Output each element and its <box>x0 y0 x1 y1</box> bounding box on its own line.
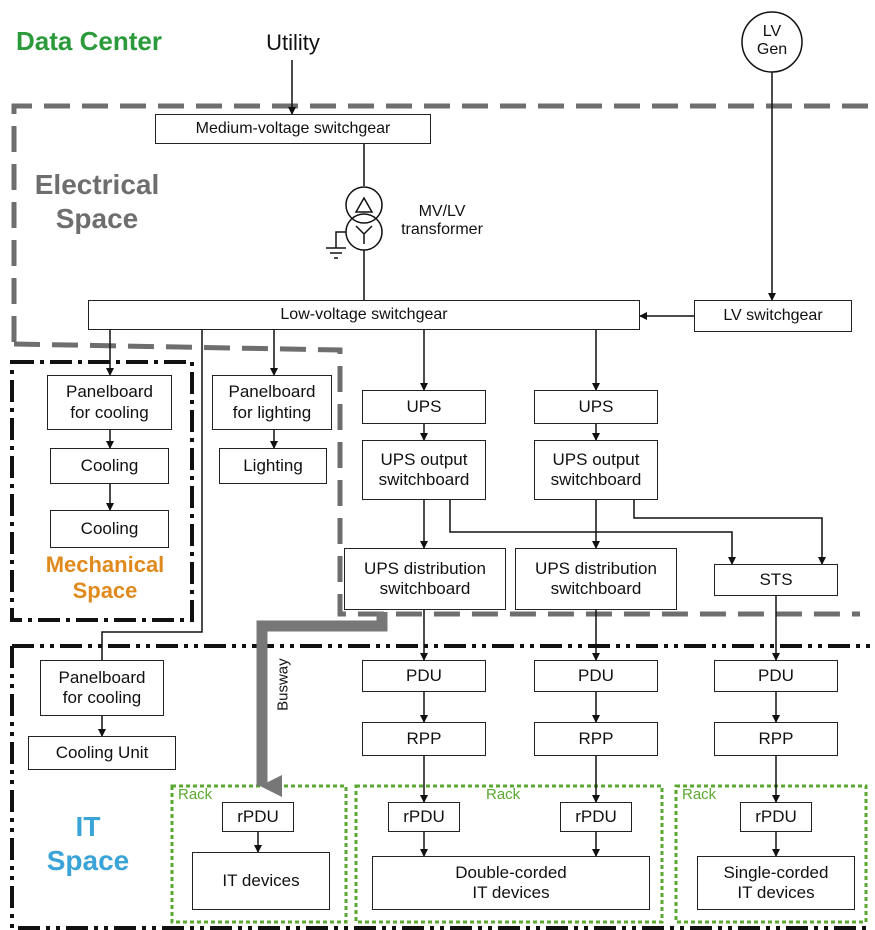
it-devices-box: IT devices <box>192 852 330 910</box>
busway-line <box>256 612 388 797</box>
cooling-2-box: Cooling <box>50 510 169 548</box>
rpp-a-box: RPP <box>362 722 486 756</box>
pdu-c-box: PDU <box>714 660 838 692</box>
cooling-unit-box: Cooling Unit <box>28 736 176 770</box>
diagram-title: Data Center <box>16 26 162 56</box>
panelboard-cooling-2-box: Panelboard for cooling <box>40 660 164 716</box>
rpp-c-box: RPP <box>714 722 838 756</box>
rack-label-1: Rack <box>178 786 213 803</box>
lv-gen-label: LV Gen <box>756 23 788 59</box>
sts-box: STS <box>714 564 838 596</box>
electrical-zone-boundary <box>11 103 872 617</box>
rpdu-2-box: rPDU <box>388 802 460 832</box>
panelboard-cooling-1-box: Panelboard for cooling <box>47 375 172 430</box>
panelboard-lighting-box: Panelboard for lighting <box>212 375 332 430</box>
rpdu-1-box: rPDU <box>222 802 294 832</box>
cooling-1-box: Cooling <box>50 448 169 484</box>
ups-dist-a-box: UPS distribution switchboard <box>344 548 506 610</box>
busway-label: Busway <box>274 658 292 711</box>
single-corded-it-devices-box: Single-corded IT devices <box>697 856 855 910</box>
mechanical-space-label: Mechanical Space <box>45 552 165 604</box>
it-space-label: IT Space <box>46 811 130 876</box>
lv-switchgear-gen-box: LV switchgear <box>694 300 852 332</box>
ups-a-box: UPS <box>362 390 486 424</box>
mechanical-zone-boundary <box>10 360 194 622</box>
mv-switchgear-box: Medium-voltage switchgear <box>155 114 431 144</box>
ups-output-b-box: UPS output switchboard <box>534 440 658 500</box>
it-zone-boundary <box>10 644 872 930</box>
ups-output-a-box: UPS output switchboard <box>362 440 486 500</box>
rack-label-2: Rack <box>486 786 521 803</box>
rack-label-3: Rack <box>682 786 717 803</box>
utility-label: Utility <box>266 30 320 55</box>
lighting-box: Lighting <box>219 448 327 484</box>
ups-b-box: UPS <box>534 390 658 424</box>
transformer-label: MV/LV transformer <box>401 203 483 239</box>
transformer-icon <box>326 186 383 259</box>
electrical-space-label: Electrical Space <box>34 169 160 234</box>
rpdu-3-box: rPDU <box>560 802 632 832</box>
pdu-b-box: PDU <box>534 660 658 692</box>
rpdu-4-box: rPDU <box>740 802 812 832</box>
rpp-b-box: RPP <box>534 722 658 756</box>
connection-lines <box>98 60 826 857</box>
lv-gen-circle <box>741 11 803 73</box>
pdu-a-box: PDU <box>362 660 486 692</box>
ups-dist-b-box: UPS distribution switchboard <box>515 548 677 610</box>
lv-switchgear-main-box: Low-voltage switchgear <box>88 300 640 330</box>
double-corded-it-devices-box: Double-corded IT devices <box>372 856 650 910</box>
